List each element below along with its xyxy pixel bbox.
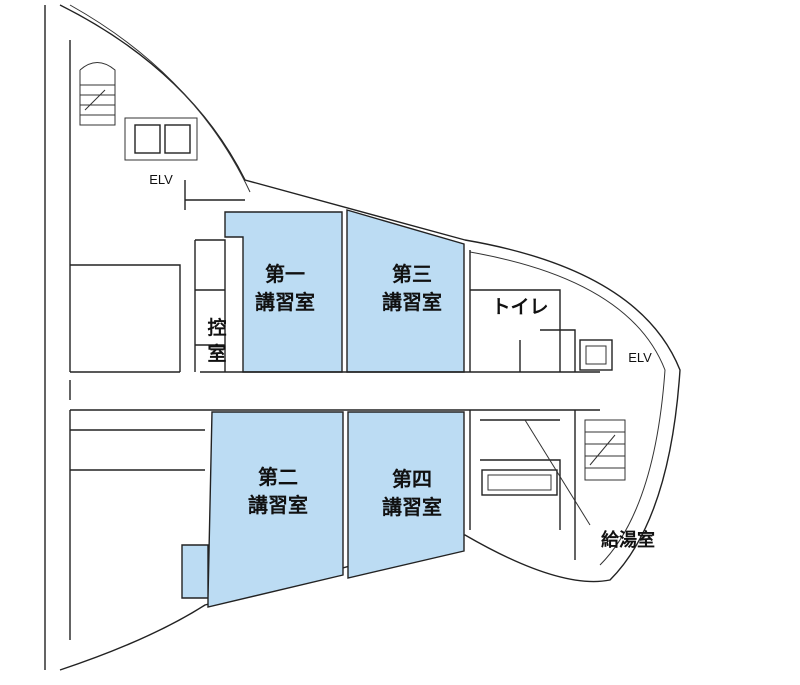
corridor-walls xyxy=(69,371,600,411)
room-4-label-line1: 第四 xyxy=(392,467,432,491)
building-outline xyxy=(44,4,681,671)
stair-left xyxy=(79,62,116,126)
elevator-left-2 xyxy=(164,124,191,154)
kitchenette-leader xyxy=(524,419,591,526)
room-3-label: 第三 講習室 xyxy=(382,262,442,314)
left-rooms xyxy=(69,40,245,640)
elevator-right xyxy=(579,339,613,371)
elevator-shaft-left xyxy=(124,117,198,161)
kitchen-counter xyxy=(481,469,558,496)
room-3-label-line2: 講習室 xyxy=(382,290,442,314)
elevator-right-label: ELV xyxy=(628,350,652,365)
room-2-label-line1: 第二 xyxy=(258,465,298,489)
waiting-room-label-1: 控 xyxy=(207,316,226,339)
elevator-left-label: ELV xyxy=(149,172,173,187)
stair-right xyxy=(584,419,626,481)
room-3-label-line1: 第三 xyxy=(392,262,432,286)
elevator-right-car xyxy=(585,345,607,365)
elevator-left-1 xyxy=(134,124,161,154)
room-2-area[interactable] xyxy=(181,411,344,608)
kitchenette-label: 給湯室 xyxy=(601,529,655,551)
room-1-label-line1: 第一 xyxy=(265,262,305,286)
right-rooms xyxy=(469,250,576,560)
room-4-label-line2: 講習室 xyxy=(382,495,442,519)
room-2-label: 第二 講習室 xyxy=(248,465,308,517)
room-4-area[interactable] xyxy=(347,411,465,579)
room-4-label: 第四 講習室 xyxy=(382,467,442,519)
room-2-label-line2: 講習室 xyxy=(248,493,308,517)
toilet-label: トイレ xyxy=(491,296,548,318)
waiting-room-label-2: 室 xyxy=(207,342,226,365)
room-1-label: 第一 講習室 xyxy=(255,262,315,314)
building-outline-inner xyxy=(69,4,666,566)
room-1-label-line2: 講習室 xyxy=(255,290,315,314)
sink xyxy=(487,474,552,491)
